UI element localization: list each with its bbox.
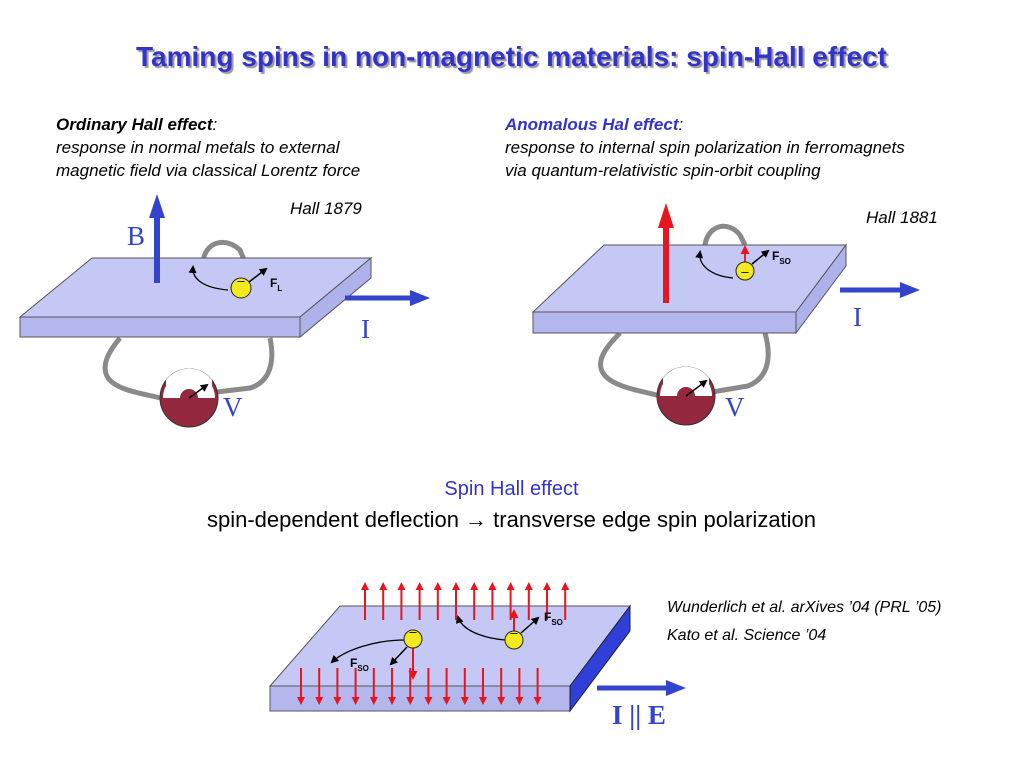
- ordinary-heading: Ordinary Hall effect: [56, 115, 213, 134]
- wire-top-left: [200, 239, 248, 263]
- ordinary-line2: magnetic field via classical Lorentz for…: [56, 161, 361, 180]
- spin-down-edge-arrow-head: [424, 697, 433, 705]
- slab-side-bottom: [569, 604, 631, 713]
- spin-up-edge-arrow-head: [415, 582, 424, 590]
- wire-top-right: [702, 223, 748, 247]
- spin-arrows-up: [361, 582, 570, 620]
- anomalous-line2: via quantum-relativistic spin-orbit coup…: [505, 161, 821, 180]
- magnetization-arrow-head: [658, 203, 674, 228]
- force-arrow-left: [248, 267, 268, 283]
- spin-down-edge-arrow-head: [533, 697, 542, 705]
- voltage-label-right: V: [725, 392, 745, 422]
- force-arrow-up: [520, 616, 540, 634]
- spin-up-edge-arrow-head: [561, 582, 570, 590]
- voltmeter-icon: [159, 368, 219, 428]
- electron-sign-down: –: [409, 624, 417, 639]
- wire-right-1: [598, 331, 661, 399]
- slab-front-right: [532, 311, 797, 334]
- current-arrow-bottom-head: [666, 680, 686, 696]
- spin-up-edge-arrow-head: [470, 582, 479, 590]
- spin-down-edge-arrow-head: [315, 697, 324, 705]
- spin-up-edge-arrow-head: [397, 582, 406, 590]
- spin-down-edge-arrow-head: [479, 697, 487, 705]
- spin-down-edge-arrow-head: [460, 697, 469, 705]
- anomalous-ref: Hall 1881: [866, 208, 938, 227]
- spin-down-edge-arrow-head: [333, 697, 342, 705]
- wire-left-2: [216, 337, 275, 395]
- force-label-left: FL: [270, 276, 282, 293]
- spin-up-edge-arrow-head: [433, 582, 442, 590]
- force-label-up: FSO: [544, 610, 563, 627]
- spin-down-edge-arrow-head: [515, 697, 524, 705]
- spin-hall-heading: Spin Hall effect: [444, 478, 579, 500]
- spin-down-edge-arrow-head: [406, 697, 415, 705]
- anomalous-heading-colon: :: [678, 115, 684, 134]
- slab-front-left: [19, 316, 301, 338]
- slab-top-bottom: [268, 605, 631, 687]
- force-label-down: FSO: [350, 656, 369, 673]
- electron-sign-right: –: [741, 264, 749, 279]
- spin-up-edge-arrow-head: [524, 582, 533, 590]
- anomalous-line1: response to internal spin polarization i…: [505, 138, 905, 157]
- ordinary-caption: Ordinary Hall effect: response in normal…: [56, 113, 360, 182]
- deflection-curve-left: [188, 265, 229, 291]
- ordinary-heading-colon: :: [212, 115, 218, 134]
- electron-spin-down: [403, 629, 423, 649]
- anomalous-heading: Anomalous Hal effect: [505, 115, 679, 134]
- spin-down-edge-arrow-head: [388, 697, 396, 705]
- spin-hall-ref-2: Kato et al. Science ’04: [667, 627, 827, 644]
- deflection-curve-down: [330, 639, 406, 664]
- voltmeter-icon-right: [656, 366, 716, 426]
- ordinary-ref: Hall 1879: [290, 199, 362, 218]
- spin-arrows-down: [297, 668, 542, 705]
- spin-down-edge-arrow-head: [297, 697, 305, 705]
- spin-up-edge-arrow-head: [506, 582, 515, 590]
- voltage-label-left: V: [223, 392, 243, 422]
- force-arrow-down: [389, 646, 408, 666]
- spin-hall-diagram: – FSO – FSO: [268, 582, 686, 713]
- current-label-left: I: [361, 314, 370, 344]
- spin-down-edge-arrow-head: [497, 697, 506, 705]
- spin-up-edge-arrow-head: [361, 582, 369, 590]
- force-label-right: FSO: [772, 249, 791, 266]
- spin-up-edge-arrow-head: [488, 582, 497, 590]
- spin-down-edge-arrow-head: [369, 697, 378, 705]
- electron-spin-up: [504, 630, 524, 650]
- spin-hall-description: spin-dependent deflection → transverse e…: [206, 507, 817, 532]
- slab-top-right: [531, 244, 847, 313]
- current-label-right: I: [853, 302, 862, 332]
- wire-left-1: [102, 336, 161, 401]
- spin-down-edge-arrow-head: [351, 697, 360, 705]
- deflection-curve-right: [695, 250, 734, 279]
- electron-right: [735, 261, 755, 281]
- spin-up-edge-arrow-head: [543, 582, 551, 590]
- ordinary-line1: response in normal metals to external: [56, 138, 340, 157]
- field-arrow-b-head: [149, 194, 165, 218]
- current-arrow-right-head: [900, 282, 920, 298]
- current-label-spin-hall: I || E: [612, 700, 666, 730]
- electron-sign-left: –: [237, 273, 245, 288]
- force-arrow-right: [751, 249, 770, 265]
- current-arrow-left-head: [410, 290, 430, 306]
- slide-title: Taming spins in non-magnetic materials: …: [136, 41, 887, 72]
- wire-right-2: [711, 332, 771, 395]
- spin-up-edge-arrow-head: [379, 582, 388, 590]
- ordinary-hall-diagram: – FL: [18, 194, 430, 428]
- spin-down-edge-arrow-head: [442, 697, 451, 705]
- spin-up-edge-arrow-head: [452, 582, 460, 590]
- spin-hall-ref-1: Wunderlich et al. arXives ’04 (PRL ’05): [667, 599, 942, 616]
- anomalous-hall-diagram: – FSO: [531, 203, 920, 426]
- field-label-b: B: [127, 221, 146, 251]
- slab-side-left: [299, 256, 372, 339]
- slab-side-right: [795, 243, 847, 335]
- anomalous-caption: Anomalous Hal effect: response to intern…: [505, 113, 905, 182]
- electron-icon: [230, 277, 252, 299]
- slab-front-bottom: [269, 685, 571, 712]
- deflection-curve-up: [455, 615, 506, 641]
- electron-sign-up: –: [510, 625, 518, 640]
